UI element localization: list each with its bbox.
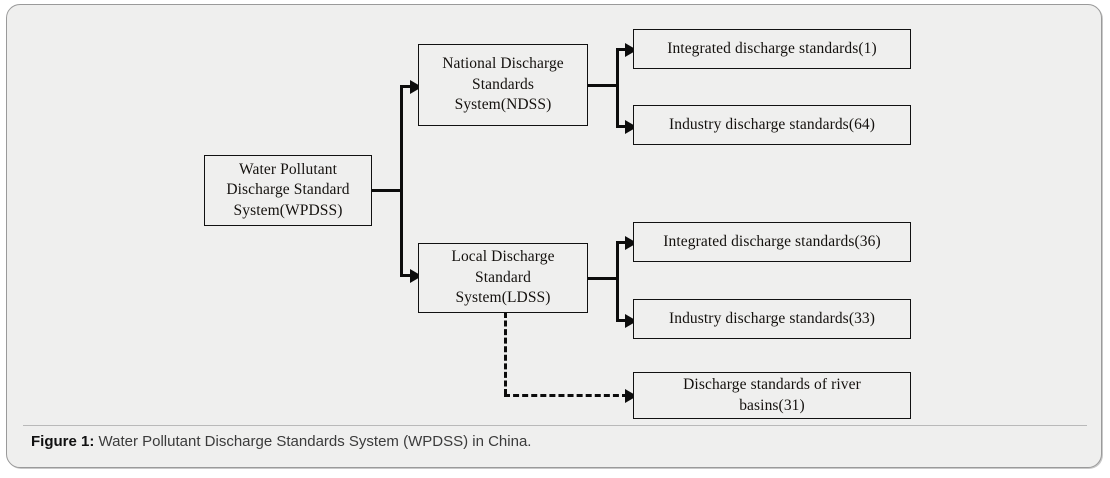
connector-ldss-bus bbox=[616, 241, 619, 322]
node-wpdss-line3: System(WPDSS) bbox=[233, 201, 343, 219]
connector-root-to-ldss bbox=[400, 274, 412, 277]
node-ldss-line3: System(LDSS) bbox=[455, 289, 551, 307]
node-ndss-industry-label: Industry discharge standards(64) bbox=[668, 115, 876, 133]
node-ldss-integrated-standards: Integrated discharge standards(36) bbox=[633, 222, 911, 262]
connector-ndss-to-integrated bbox=[616, 48, 628, 51]
connector-ldss-to-industry bbox=[616, 319, 628, 322]
diagram-canvas: Water Pollutant Discharge Standard Syste… bbox=[7, 5, 1101, 425]
connector-dashed-vertical bbox=[504, 312, 507, 395]
connector-ndss-to-industry bbox=[616, 125, 628, 128]
connector-ndss-bus bbox=[616, 48, 619, 128]
connector-ndss-stem bbox=[587, 84, 619, 87]
node-ldss: Local Discharge Standard System(LDSS) bbox=[418, 243, 588, 313]
node-ldss-line2: Standard bbox=[475, 268, 531, 286]
node-ldss-industry-label: Industry discharge standards(33) bbox=[668, 309, 876, 327]
node-ndss-industry-standards: Industry discharge standards(64) bbox=[633, 105, 911, 145]
connector-root-bus bbox=[400, 85, 403, 277]
connector-root-stem bbox=[372, 189, 403, 192]
figure-caption: Figure 1: Water Pollutant Discharge Stan… bbox=[31, 433, 1071, 450]
caption-divider bbox=[23, 425, 1087, 426]
figure-card: Water Pollutant Discharge Standard Syste… bbox=[6, 4, 1102, 468]
node-ldss-integrated-label: Integrated discharge standards(36) bbox=[663, 232, 881, 250]
node-ndss: National Discharge Standards System(NDSS… bbox=[418, 44, 588, 126]
node-wpdss: Water Pollutant Discharge Standard Syste… bbox=[204, 155, 372, 226]
node-wpdss-line2: Discharge Standard bbox=[226, 181, 350, 199]
node-ldss-line1: Local Discharge bbox=[451, 248, 555, 266]
node-ndss-line3: System(NDSS) bbox=[454, 96, 552, 114]
node-ndss-integrated-standards: Integrated discharge standards(1) bbox=[633, 29, 911, 69]
figure-caption-text: Water Pollutant Discharge Standards Syst… bbox=[98, 433, 532, 450]
node-ndss-integrated-label: Integrated discharge standards(1) bbox=[667, 39, 877, 57]
node-river-basin-standards: Discharge standards of river basins(31) bbox=[633, 372, 911, 419]
figure-caption-label: Figure 1: bbox=[31, 433, 95, 450]
node-ndss-line1: National Discharge bbox=[442, 55, 564, 73]
node-river-basin-line1: Discharge standards of river bbox=[683, 376, 861, 394]
connector-root-to-ndss bbox=[400, 85, 412, 88]
connector-ldss-stem bbox=[587, 277, 619, 280]
connector-dashed-horizontal bbox=[504, 394, 628, 397]
node-river-basin-line2: basins(31) bbox=[739, 396, 805, 414]
connector-ldss-to-integrated bbox=[616, 241, 628, 244]
node-wpdss-line1: Water Pollutant bbox=[239, 160, 337, 178]
node-ldss-industry-standards: Industry discharge standards(33) bbox=[633, 299, 911, 339]
node-ndss-line2: Standards bbox=[471, 75, 535, 93]
